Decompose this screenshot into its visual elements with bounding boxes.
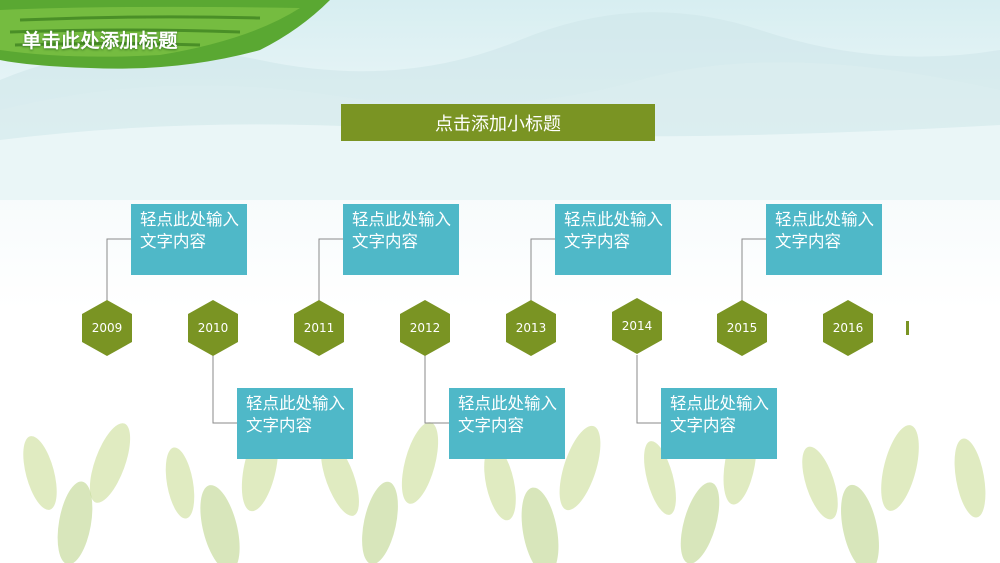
year-hexagon-2015[interactable]: 2015 bbox=[717, 300, 767, 356]
year-label: 2016 bbox=[832, 321, 864, 335]
text-box-line2: 文字内容 bbox=[246, 416, 312, 435]
text-box-line2: 文字内容 bbox=[775, 232, 841, 251]
text-box-line1: 轻点此处输入 bbox=[775, 210, 874, 229]
slide-title[interactable]: 单击此处添加标题 bbox=[22, 30, 179, 52]
text-box-line1: 轻点此处输入 bbox=[670, 394, 769, 413]
year-label: 2013 bbox=[515, 321, 547, 335]
text-box-line2: 文字内容 bbox=[670, 416, 736, 435]
tea-field-image bbox=[0, 0, 330, 69]
connector-2011 bbox=[318, 238, 343, 301]
year-hexagon-2010[interactable]: 2010 bbox=[188, 300, 238, 356]
year-label: 2012 bbox=[409, 321, 441, 335]
text-box-line1: 轻点此处输入 bbox=[352, 210, 451, 229]
year-hexagon-2011[interactable]: 2011 bbox=[294, 300, 344, 356]
year-label: 2009 bbox=[91, 321, 123, 335]
text-box-2010[interactable]: 轻点此处输入 文字内容 bbox=[237, 388, 353, 459]
text-box-line1: 轻点此处输入 bbox=[458, 394, 557, 413]
connector-2015 bbox=[741, 238, 766, 301]
connector-2013 bbox=[530, 238, 555, 301]
subtitle-label: 点击添加小标题 bbox=[435, 113, 561, 135]
timeline-end-marker bbox=[906, 321, 909, 335]
text-box-2012[interactable]: 轻点此处输入 文字内容 bbox=[449, 388, 565, 459]
year-hexagon-2014[interactable]: 2014 bbox=[612, 298, 662, 354]
year-label: 2010 bbox=[197, 321, 229, 335]
connector-2010 bbox=[212, 355, 237, 424]
text-box-2013[interactable]: 轻点此处输入 文字内容 bbox=[555, 204, 671, 275]
year-hexagon-2013[interactable]: 2013 bbox=[506, 300, 556, 356]
text-box-line1: 轻点此处输入 bbox=[140, 210, 239, 229]
subtitle-bar[interactable]: 点击添加小标题 bbox=[341, 104, 655, 141]
connector-2014 bbox=[636, 355, 661, 424]
connector-2009 bbox=[106, 238, 131, 301]
year-hexagon-2016[interactable]: 2016 bbox=[823, 300, 873, 356]
text-box-2009[interactable]: 轻点此处输入 文字内容 bbox=[131, 204, 247, 275]
year-hexagon-2012[interactable]: 2012 bbox=[400, 300, 450, 356]
year-label: 2011 bbox=[303, 321, 335, 335]
text-box-line1: 轻点此处输入 bbox=[246, 394, 345, 413]
year-hexagon-2009[interactable]: 2009 bbox=[82, 300, 132, 356]
text-box-2011[interactable]: 轻点此处输入 文字内容 bbox=[343, 204, 459, 275]
year-label: 2014 bbox=[621, 319, 653, 333]
text-box-line2: 文字内容 bbox=[564, 232, 630, 251]
text-box-line2: 文字内容 bbox=[458, 416, 524, 435]
connector-2012 bbox=[424, 355, 449, 424]
year-label: 2015 bbox=[726, 321, 758, 335]
text-box-line2: 文字内容 bbox=[140, 232, 206, 251]
text-box-line2: 文字内容 bbox=[352, 232, 418, 251]
text-box-2015[interactable]: 轻点此处输入 文字内容 bbox=[766, 204, 882, 275]
text-box-line1: 轻点此处输入 bbox=[564, 210, 663, 229]
text-box-2014[interactable]: 轻点此处输入 文字内容 bbox=[661, 388, 777, 459]
